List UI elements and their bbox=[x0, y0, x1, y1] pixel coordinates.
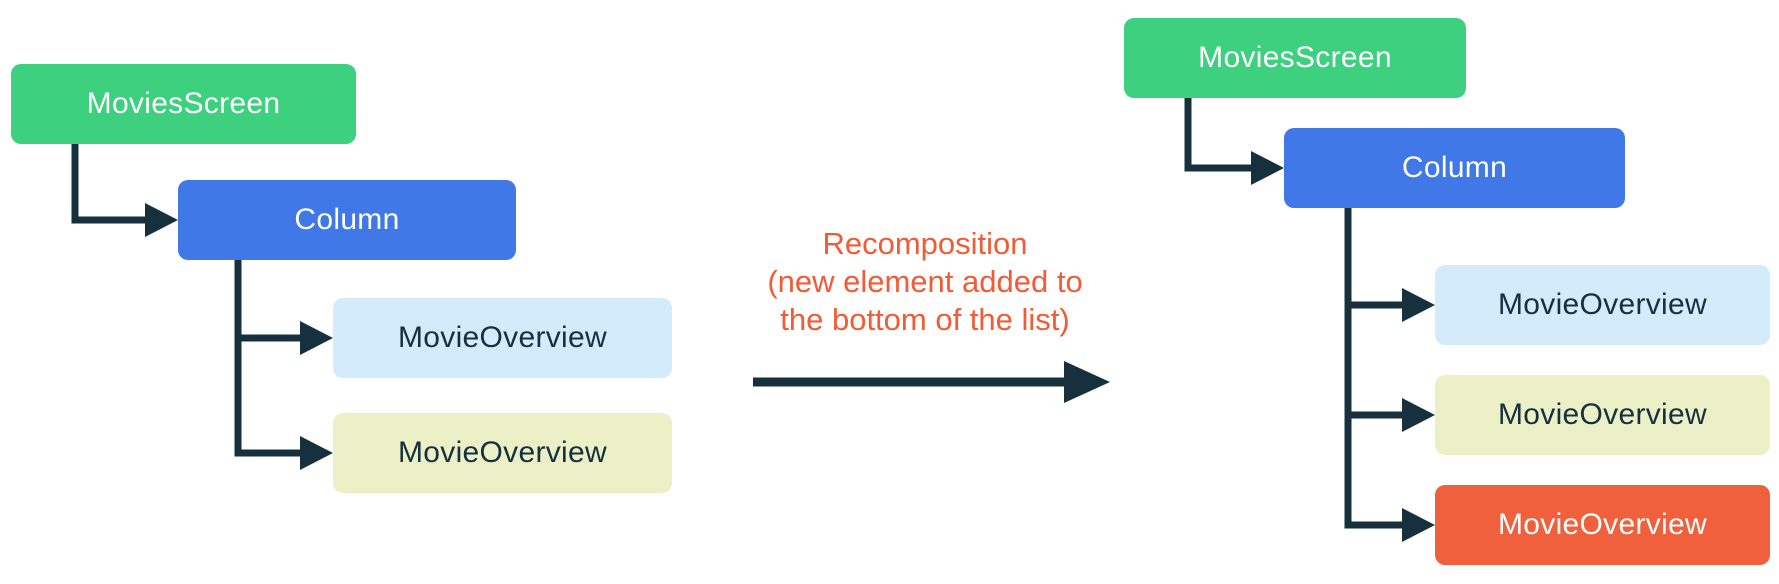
arrowhead-icon bbox=[1064, 361, 1110, 403]
arrowhead-icon bbox=[1402, 288, 1435, 322]
right-node-movieoverview-3-new: MovieOverview bbox=[1435, 485, 1770, 565]
annotation-line: (new element added to bbox=[767, 264, 1083, 299]
recomposition-annotation: Recomposition (new element added to the … bbox=[735, 225, 1115, 339]
recomposition-arrow bbox=[753, 361, 1110, 403]
left-node-movieoverview-2: MovieOverview bbox=[333, 413, 672, 493]
arrowhead-icon bbox=[1402, 398, 1435, 432]
annotation-line: Recomposition bbox=[822, 226, 1028, 261]
left-node-moviesscreen: MoviesScreen bbox=[11, 64, 356, 144]
right-node-movieoverview-2: MovieOverview bbox=[1435, 375, 1770, 455]
arrowhead-icon bbox=[145, 203, 178, 237]
right-node-movieoverview-1: MovieOverview bbox=[1435, 265, 1770, 345]
arrowhead-icon bbox=[300, 436, 333, 470]
arrowhead-icon bbox=[1251, 151, 1284, 185]
left-node-column: Column bbox=[178, 180, 516, 260]
arrowhead-icon bbox=[300, 321, 333, 355]
right-column-children-connector bbox=[1344, 208, 1435, 542]
right-root-to-column-connector bbox=[1184, 98, 1284, 185]
left-root-to-column-connector bbox=[71, 144, 178, 237]
annotation-line: the bottom of the list) bbox=[780, 302, 1070, 337]
right-node-column: Column bbox=[1284, 128, 1625, 208]
left-column-children-connector bbox=[234, 260, 333, 470]
left-node-movieoverview-1: MovieOverview bbox=[333, 298, 672, 378]
right-node-moviesscreen: MoviesScreen bbox=[1124, 18, 1466, 98]
arrowhead-icon bbox=[1402, 508, 1435, 542]
